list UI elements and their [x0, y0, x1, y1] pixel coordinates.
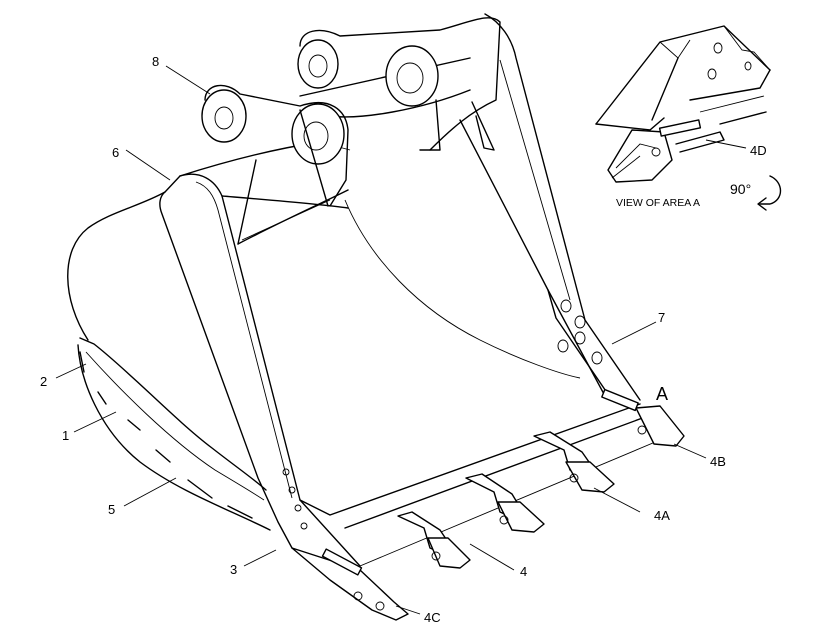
callout-4d: 4D [750, 143, 767, 158]
leader-4d [705, 139, 747, 149]
rotation-label: 90° [730, 181, 751, 197]
leader-4c [395, 605, 421, 615]
inset-caption: VIEW OF AREA A [616, 197, 700, 209]
leader-2 [55, 363, 87, 379]
leader-7 [611, 321, 657, 345]
callout-labels: 8 6 2 1 5 3 4 4A 4B 4C 7 4D A VIEW OF AR… [40, 54, 767, 625]
tooth-4 [397, 511, 471, 569]
leader-4b [673, 443, 707, 459]
callout-3: 3 [230, 562, 237, 577]
leader-5 [123, 477, 177, 507]
callout-8: 8 [152, 54, 159, 69]
bucket-body [67, 13, 661, 567]
callout-6: 6 [112, 145, 119, 160]
inset-view-area-a [595, 25, 771, 183]
mounting-lugs [201, 17, 501, 245]
leader-4 [469, 543, 515, 571]
rotation-arrow-icon [757, 175, 782, 211]
callout-4: 4 [520, 564, 527, 579]
leader-3 [243, 549, 277, 567]
leader-8 [165, 65, 211, 95]
callout-4a: 4A [654, 508, 670, 523]
callout-7: 7 [658, 310, 665, 325]
leader-4a [593, 487, 641, 513]
leader-1 [73, 411, 117, 433]
callout-5: 5 [108, 502, 115, 517]
corner-tooth-left [291, 547, 409, 621]
tooth-4a [465, 473, 545, 533]
tooth-4b [533, 431, 615, 493]
callout-1: 1 [62, 428, 69, 443]
corner-tooth-right [601, 388, 685, 447]
callout-2: 2 [40, 374, 47, 389]
leader-lines [55, 65, 747, 615]
callout-4c: 4C [424, 610, 441, 625]
leader-6 [125, 149, 171, 181]
side-cutter-segments [79, 351, 253, 519]
view-marker-a: A [656, 384, 668, 404]
callout-4b: 4B [710, 454, 726, 469]
